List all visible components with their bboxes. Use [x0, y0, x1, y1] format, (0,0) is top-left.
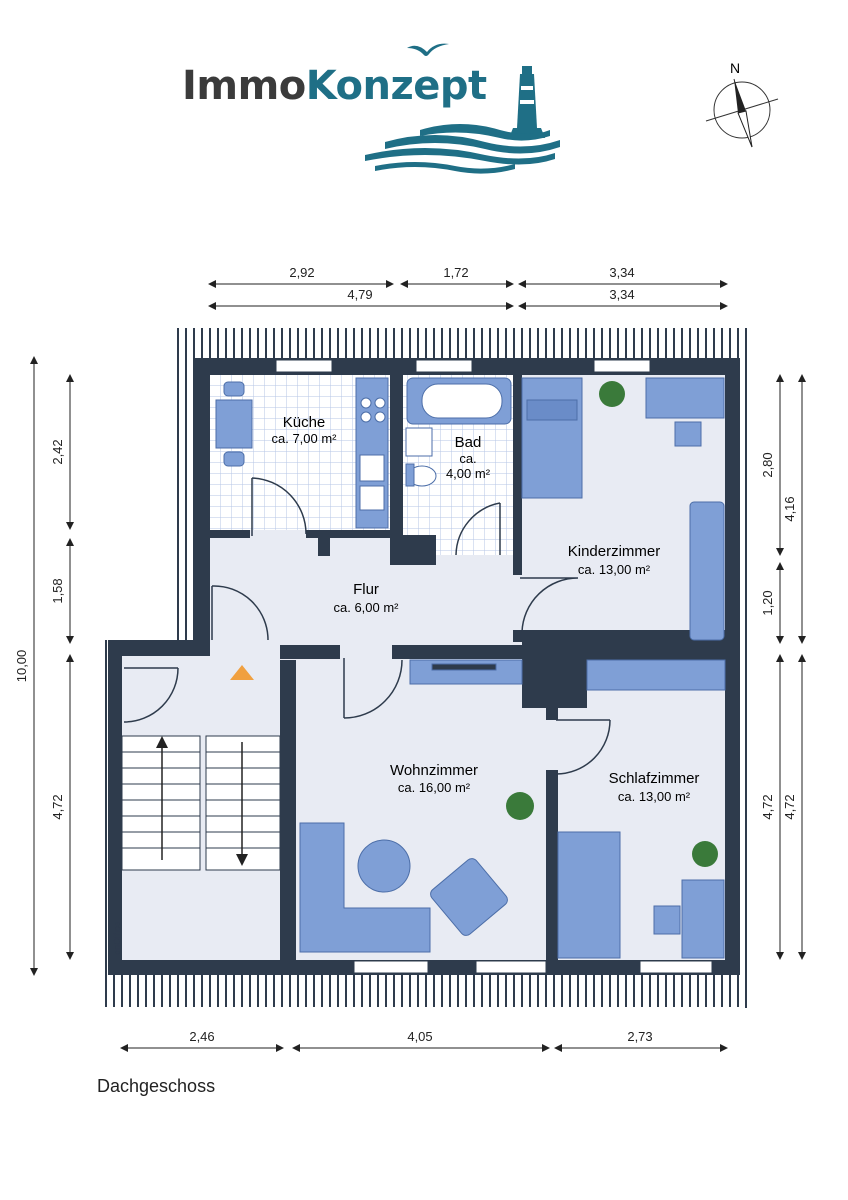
- room-name-wohnzimmer: Wohnzimmer: [390, 762, 478, 779]
- roof-eaves-left-upper: [176, 328, 194, 640]
- roof-eaves-right: [740, 328, 752, 1008]
- stair-treads: [122, 751, 280, 849]
- chair: [674, 421, 702, 447]
- seagull-icon: [407, 43, 449, 56]
- compass-icon: N: [705, 60, 779, 148]
- desk: [681, 879, 725, 959]
- room-area-bad-line1: ca.: [459, 451, 476, 466]
- wash-basin: [405, 427, 433, 457]
- armchair: [430, 858, 508, 936]
- dim-right-3: 4,16: [782, 496, 797, 521]
- bathtub-inner: [421, 383, 503, 419]
- room-area-kinderzimmer: ca. 13,00 m²: [578, 562, 651, 577]
- logo-text-immo: Immo: [182, 63, 306, 109]
- sink-icon: [359, 454, 385, 482]
- wohnzimmer-furniture: [299, 659, 726, 953]
- windows: [275, 359, 713, 974]
- coffee-table: [357, 839, 411, 893]
- dimension-lines: [30, 280, 806, 1052]
- dim-bottom-2: 4,05: [407, 1029, 432, 1044]
- corner-sofa: [299, 822, 431, 953]
- plant-icon: [599, 381, 625, 407]
- logo-text-konzept: Konzept: [305, 63, 487, 109]
- room-area-flur: ca. 6,00 m²: [333, 600, 399, 615]
- schlafzimmer-furniture: [557, 831, 725, 959]
- immokonzept-logo: [365, 43, 560, 174]
- room-name-kueche: Küche: [283, 414, 326, 431]
- wardrobe: [689, 501, 725, 641]
- dining-chair: [223, 381, 245, 397]
- chair: [653, 905, 681, 935]
- dim-right-5: 4,72: [782, 794, 797, 819]
- stove-icon: [360, 397, 386, 423]
- bed: [521, 377, 583, 499]
- dim-bottom-3: 2,73: [627, 1029, 652, 1044]
- oven-icon: [359, 485, 385, 511]
- room-name-flur: Flur: [353, 581, 379, 598]
- dim-left-3: 1,58: [50, 578, 65, 603]
- waves-icon: [365, 124, 560, 174]
- dim-top-1: 2,92: [289, 265, 314, 280]
- onoffice-watermark: onOffice: [112, 922, 122, 955]
- dim-top-3: 3,34: [609, 265, 634, 280]
- roof-eaves-bottom: [100, 975, 752, 1007]
- toilet-tank: [405, 463, 415, 487]
- compass-north-label: N: [730, 60, 740, 76]
- doors: [123, 477, 611, 775]
- room-area-wohnzimmer: ca. 16,00 m²: [398, 780, 471, 795]
- interior-walls: [122, 375, 725, 960]
- room-name-kinderzimmer: Kinderzimmer: [568, 543, 661, 560]
- dim-right-4: 4,72: [760, 794, 775, 819]
- dim-right-1: 2,80: [760, 452, 775, 477]
- tv: [431, 663, 497, 671]
- bed: [557, 831, 621, 959]
- room-name-schlafzimmer: Schlafzimmer: [609, 770, 700, 787]
- dim-left-4: 4,72: [50, 794, 65, 819]
- dim-top-5: 3,34: [609, 287, 634, 302]
- roof-eaves-left: [100, 640, 110, 975]
- kinderzimmer-furniture: [521, 377, 725, 641]
- logo-wordmark: ImmoKonzept: [182, 66, 487, 106]
- floor-label: Dachgeschoss: [97, 1076, 216, 1096]
- room-area-bad-line2: 4,00 m²: [446, 466, 491, 481]
- desk: [645, 377, 725, 419]
- dining-table: [215, 399, 253, 449]
- room-area-schlafzimmer: ca. 13,00 m²: [618, 789, 691, 804]
- stair-up-arrow-icon: [230, 665, 254, 680]
- roof-eaves-top: [176, 328, 752, 358]
- bath-furniture: [405, 377, 512, 487]
- room-area-kueche: ca. 7,00 m²: [271, 431, 337, 446]
- sideboard-schlafzimmer: [586, 659, 726, 691]
- dim-right-2: 1,20: [760, 590, 775, 615]
- dim-left-2: 2,42: [50, 439, 65, 464]
- dining-chair: [223, 451, 245, 467]
- plant-icon: [692, 841, 718, 867]
- pillow: [526, 399, 578, 421]
- room-name-bad: Bad: [455, 434, 482, 451]
- dim-top-4: 4,79: [347, 287, 372, 302]
- dim-top-2: 1,72: [443, 265, 468, 280]
- plant-icon: [506, 792, 534, 820]
- dim-bottom-1: 2,46: [189, 1029, 214, 1044]
- dim-left-1: 10,00: [14, 650, 29, 683]
